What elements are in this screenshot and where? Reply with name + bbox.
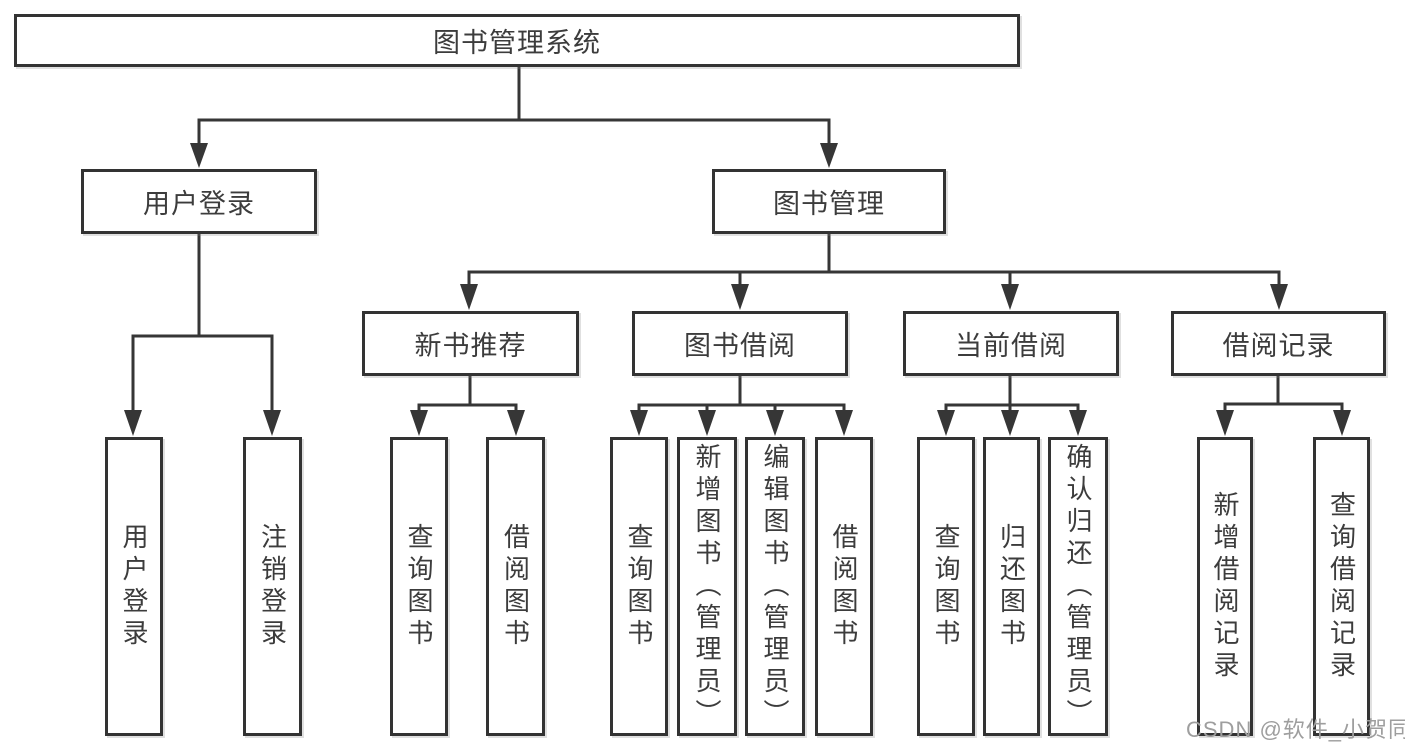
arrowhead-down-icon bbox=[630, 410, 648, 436]
arrowhead-down-icon bbox=[835, 410, 853, 436]
arrowhead-down-icon bbox=[698, 410, 716, 436]
leaf-query-books-borrowing: 查询图书 bbox=[610, 437, 668, 736]
node-book-borrowing: 图书借阅 bbox=[632, 311, 848, 376]
leaf-borrow-books-recommend: 借阅图书 bbox=[486, 437, 545, 736]
arrowheads bbox=[124, 143, 1351, 436]
leaf-add-borrow-record: 新增借阅记录 bbox=[1197, 437, 1253, 736]
node-user-login: 用户登录 bbox=[81, 169, 317, 234]
arrowhead-down-icon bbox=[1069, 410, 1087, 436]
connector-strokes bbox=[131, 67, 1344, 411]
node-current-borrowing: 当前借阅 bbox=[903, 311, 1119, 376]
arrowhead-down-icon bbox=[1270, 284, 1288, 310]
arrowhead-down-icon bbox=[731, 284, 749, 310]
node-library-system: 图书管理系统 bbox=[14, 14, 1020, 67]
node-new-book-recommend: 新书推荐 bbox=[362, 311, 579, 376]
connector-current-borrow-branch bbox=[944, 403, 1080, 411]
leaf-logout: 注销登录 bbox=[243, 437, 302, 736]
arrowhead-down-icon bbox=[1216, 410, 1234, 436]
arrowhead-down-icon bbox=[124, 410, 142, 436]
arrowhead-down-icon bbox=[1333, 410, 1351, 436]
leaf-query-books-current: 查询图书 bbox=[917, 437, 975, 736]
connector-user-login-branch bbox=[131, 334, 274, 411]
node-book-management: 图书管理 bbox=[712, 169, 946, 234]
arrowhead-down-icon bbox=[460, 284, 478, 310]
leaf-user-login: 用户登录 bbox=[105, 437, 163, 736]
arrowhead-down-icon bbox=[1001, 410, 1019, 436]
arrowhead-down-icon bbox=[820, 143, 838, 168]
connector-borrow-records-branch bbox=[1223, 402, 1344, 411]
leaf-borrow-books-borrowing: 借阅图书 bbox=[815, 437, 873, 736]
connector-root-to-level2 bbox=[197, 118, 831, 144]
leaf-edit-books-admin: 编辑图书（管理员） bbox=[745, 437, 805, 736]
arrowhead-down-icon bbox=[1001, 284, 1019, 310]
leaf-return-books: 归还图书 bbox=[983, 437, 1040, 736]
arrowhead-down-icon bbox=[766, 410, 784, 436]
leaf-query-books-recommend: 查询图书 bbox=[390, 437, 448, 736]
leaf-query-borrow-record: 查询借阅记录 bbox=[1313, 437, 1370, 736]
leaf-confirm-return-admin: 确认归还（管理员） bbox=[1048, 437, 1108, 736]
arrowhead-down-icon bbox=[507, 410, 525, 436]
node-borrow-records: 借阅记录 bbox=[1171, 311, 1386, 376]
arrowhead-down-icon bbox=[190, 143, 208, 168]
connector-book-mgmt-branch bbox=[467, 270, 1281, 285]
arrowhead-down-icon bbox=[410, 410, 428, 436]
connector-new-book-branch bbox=[417, 403, 518, 411]
connector-book-borrow-branch bbox=[637, 403, 846, 411]
arrowhead-down-icon bbox=[937, 410, 955, 436]
arrowhead-down-icon bbox=[263, 410, 281, 436]
csdn-watermark: CSDN @软件_小贺同学 bbox=[1186, 717, 1405, 742]
leaf-add-books-admin: 新增图书（管理员） bbox=[677, 437, 737, 736]
